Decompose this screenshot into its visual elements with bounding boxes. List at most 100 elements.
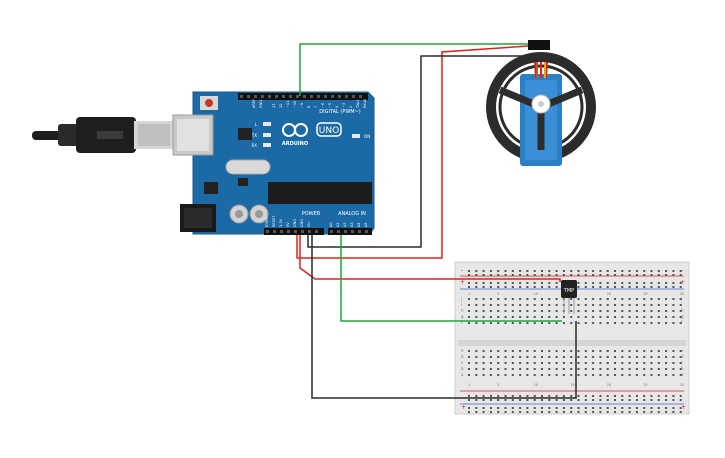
breadboard-hole[interactable] [555,356,558,358]
breadboard-hole[interactable] [511,298,514,300]
breadboard-hole[interactable] [526,286,529,288]
breadboard-hole[interactable] [679,395,682,397]
breadboard-hole[interactable] [650,286,653,288]
breadboard-hole[interactable] [548,322,551,324]
breadboard-hole[interactable] [482,310,485,312]
breadboard-hole[interactable] [657,395,660,397]
breadboard-hole[interactable] [511,322,514,324]
breadboard-hole[interactable] [628,282,631,284]
breadboard-hole[interactable] [665,368,668,370]
breadboard-hole[interactable] [650,282,653,284]
breadboard-hole[interactable] [468,374,470,376]
header-pin[interactable] [296,95,299,98]
breadboard-hole[interactable] [526,374,529,376]
breadboard-hole[interactable] [657,374,660,376]
breadboard-hole[interactable] [519,270,522,272]
breadboard-hole[interactable] [541,316,543,318]
breadboard-hole[interactable] [628,368,631,370]
breadboard-hole[interactable] [592,356,595,358]
breadboard-hole[interactable] [541,362,543,364]
breadboard-hole[interactable] [504,316,507,318]
header-pin[interactable] [317,95,320,98]
breadboard-hole[interactable] [555,350,558,352]
breadboard-hole[interactable] [555,298,558,300]
breadboard-hole[interactable] [599,411,602,413]
breadboard-hole[interactable] [562,407,565,409]
breadboard-hole[interactable] [614,316,616,318]
breadboard-hole[interactable] [468,411,470,413]
breadboard-hole[interactable] [526,274,529,276]
breadboard-hole[interactable] [584,362,587,364]
breadboard-hole[interactable] [511,399,514,401]
breadboard-hole[interactable] [577,407,580,409]
breadboard-hole[interactable] [657,362,660,364]
breadboard-hole[interactable] [584,270,587,272]
breadboard-hole[interactable] [592,304,595,306]
breadboard-hole[interactable] [672,282,675,284]
breadboard-hole[interactable] [548,298,551,300]
breadboard-hole[interactable] [643,356,646,358]
header-pin[interactable] [331,95,334,98]
breadboard-hole[interactable] [489,407,492,409]
breadboard-hole[interactable] [679,316,682,318]
breadboard-hole[interactable] [497,374,500,376]
breadboard-hole[interactable] [555,282,558,284]
breadboard-hole[interactable] [672,270,675,272]
breadboard-hole[interactable] [643,298,646,300]
breadboard-hole[interactable] [614,399,616,401]
breadboard-hole[interactable] [468,274,470,276]
breadboard-hole[interactable] [606,316,609,318]
breadboard-hole[interactable] [628,298,631,300]
breadboard-hole[interactable] [504,356,507,358]
breadboard-hole[interactable] [577,322,580,324]
breadboard-hole[interactable] [665,407,668,409]
breadboard-hole[interactable] [555,362,558,364]
breadboard-hole[interactable] [592,350,595,352]
breadboard-hole[interactable] [635,374,638,376]
breadboard-hole[interactable] [497,356,500,358]
breadboard-hole[interactable] [643,322,646,324]
breadboard-hole[interactable] [570,322,573,324]
breadboard-hole[interactable] [599,322,602,324]
breadboard-hole[interactable] [672,368,675,370]
breadboard-hole[interactable] [475,368,478,370]
breadboard-hole[interactable] [577,411,580,413]
breadboard-hole[interactable] [475,407,478,409]
breadboard-hole[interactable] [635,298,638,300]
breadboard-hole[interactable] [482,350,485,352]
breadboard-hole[interactable] [665,270,668,272]
breadboard-hole[interactable] [599,270,602,272]
breadboard-hole[interactable] [504,395,507,397]
breadboard-hole[interactable] [562,322,565,324]
breadboard-hole[interactable] [599,310,602,312]
breadboard-hole[interactable] [599,298,602,300]
breadboard-hole[interactable] [577,282,580,284]
breadboard-hole[interactable] [548,286,551,288]
breadboard-hole[interactable] [555,407,558,409]
breadboard-hole[interactable] [504,274,507,276]
breadboard-hole[interactable] [468,368,470,370]
breadboard-hole[interactable] [570,399,573,401]
breadboard-hole[interactable] [548,304,551,306]
breadboard-hole[interactable] [562,356,565,358]
breadboard-hole[interactable] [482,282,485,284]
breadboard-hole[interactable] [635,322,638,324]
breadboard-hole[interactable] [635,282,638,284]
breadboard-hole[interactable] [650,322,653,324]
breadboard-hole[interactable] [621,298,624,300]
breadboard-hole[interactable] [562,274,565,276]
header-pin[interactable] [345,95,348,98]
breadboard-hole[interactable] [511,411,514,413]
breadboard-hole[interactable] [475,316,478,318]
breadboard-hole[interactable] [489,350,492,352]
breadboard-hole[interactable] [592,282,595,284]
breadboard-hole[interactable] [679,362,682,364]
breadboard-hole[interactable] [511,356,514,358]
breadboard-hole[interactable] [533,362,536,364]
breadboard-hole[interactable] [570,356,573,358]
breadboard-hole[interactable] [665,374,668,376]
breadboard-hole[interactable] [504,407,507,409]
breadboard-hole[interactable] [504,362,507,364]
breadboard-hole[interactable] [606,304,609,306]
breadboard-hole[interactable] [628,270,631,272]
